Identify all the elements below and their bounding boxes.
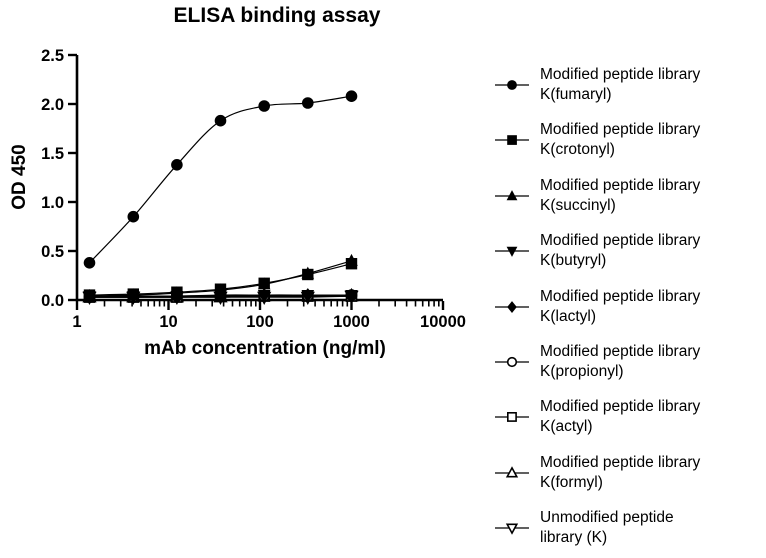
marker-circle-filled-icon <box>214 114 227 127</box>
y-tick-label: 1.0 <box>41 194 64 212</box>
legend-label-line: Modified peptide library <box>540 232 701 250</box>
marker-triangle-down-filled-icon <box>257 290 271 302</box>
legend-label-line: Modified peptide library <box>540 287 701 305</box>
y-tick-label: 0.0 <box>41 292 64 310</box>
marker-square-filled-icon <box>345 258 358 270</box>
legend-triangle-up-filled-glyph <box>506 189 518 201</box>
marker-square-filled-icon <box>258 277 270 289</box>
legend-marker-triangle-down-open-icon <box>495 523 529 535</box>
series-crotonyl <box>83 258 358 301</box>
marker-circle-filled-icon <box>171 159 183 171</box>
x-tick-label: 100 <box>246 313 274 331</box>
legend-triangle-down-open-glyph <box>505 523 519 535</box>
legend-triangle-down-filled-glyph <box>506 246 518 258</box>
legend-label-line: K(crotonyl) <box>540 141 615 159</box>
legend-square-open-glyph <box>507 412 517 423</box>
x-axis-label: mAb concentration (ng/ml) <box>144 338 386 359</box>
legend-marker-circle-filled-icon <box>495 80 529 90</box>
chart-title: ELISA binding assay <box>173 4 381 27</box>
y-tick-label: 1.5 <box>41 145 64 163</box>
legend-label-line: Modified peptide library <box>540 398 701 416</box>
legend-label-line: Modified peptide library <box>540 343 701 360</box>
legend-item-unmodified: Unmodified peptide library (K) <box>495 507 763 549</box>
y-tick-label: 0.5 <box>41 243 64 261</box>
marker-square-filled-icon <box>171 286 183 298</box>
legend-label-line: K(lactyl) <box>540 307 596 325</box>
marker-circle-filled-icon <box>127 210 140 223</box>
legend-marker-triangle-up-open-icon <box>495 466 529 478</box>
legend-label-line: K(actyl) <box>540 418 593 436</box>
legend-item-label: Unmodified peptide library (K) <box>540 508 674 548</box>
marker-circle-filled-icon <box>258 100 271 112</box>
y-tick-label: 2.0 <box>41 96 64 114</box>
legend-label-line: Modified peptide library <box>540 66 701 83</box>
y-tick-label: 2.5 <box>41 47 64 65</box>
legend-label-line: Modified peptide library <box>540 176 701 194</box>
legend-triangle-up-open-glyph <box>505 466 519 478</box>
legend-diamond-filled-glyph <box>507 300 517 313</box>
legend-label-line: K(fumaryl) <box>540 86 612 103</box>
legend-circle-open-glyph <box>506 356 518 368</box>
marker-circle-filled-icon <box>83 257 96 269</box>
legend-label-line: Modified peptide library <box>540 121 701 139</box>
series-fumaryl <box>83 90 358 269</box>
legend-label-line: K(propionyl) <box>540 363 624 380</box>
legend-circle-filled-glyph <box>507 80 517 90</box>
marker-circle-filled-icon <box>302 97 314 109</box>
x-tick-label: 1 <box>72 313 81 331</box>
marker-square-filled-icon <box>127 288 139 300</box>
legend-label-line: K(butyryl) <box>540 252 607 270</box>
legend-label-line: K(formyl) <box>540 473 603 491</box>
marker-square-filled-icon <box>83 289 96 301</box>
legend-marker-diamond-filled-icon <box>495 300 529 313</box>
x-tick-label: 10000 <box>420 313 466 331</box>
chart-plot-area: 0.0 0.5 1.0 1.5 2.0 2.5 1 10 100 1000 10000 <box>41 47 466 331</box>
marker-square-filled-icon <box>214 283 227 295</box>
axis-lines <box>75 55 443 302</box>
x-tick-label: 10 <box>159 313 177 331</box>
legend-marker-circle-open-icon <box>495 356 529 368</box>
legend-marker-square-filled-icon <box>495 135 529 146</box>
legend-marker-triangle-up-filled-icon <box>495 189 529 201</box>
marker-triangle-down-filled-icon <box>301 290 315 302</box>
x-tick-label: 1000 <box>333 313 370 331</box>
legend-marker-square-open-icon <box>495 412 529 423</box>
legend-label-line: K(succinyl) <box>540 196 616 214</box>
marker-triangle-down-filled-icon <box>345 290 358 302</box>
legend-label-line: Modified peptide library <box>540 453 701 471</box>
marker-square-filled-icon <box>302 268 314 281</box>
legend-marker-triangle-down-filled-icon <box>495 246 529 258</box>
legend-label-line: Unmodified peptide <box>540 509 674 527</box>
legend-label-line: library (K) <box>540 529 608 547</box>
marker-circle-filled-icon <box>345 90 358 102</box>
y-axis-label: OD 450 <box>9 144 30 210</box>
legend-square-filled-glyph <box>507 135 517 146</box>
